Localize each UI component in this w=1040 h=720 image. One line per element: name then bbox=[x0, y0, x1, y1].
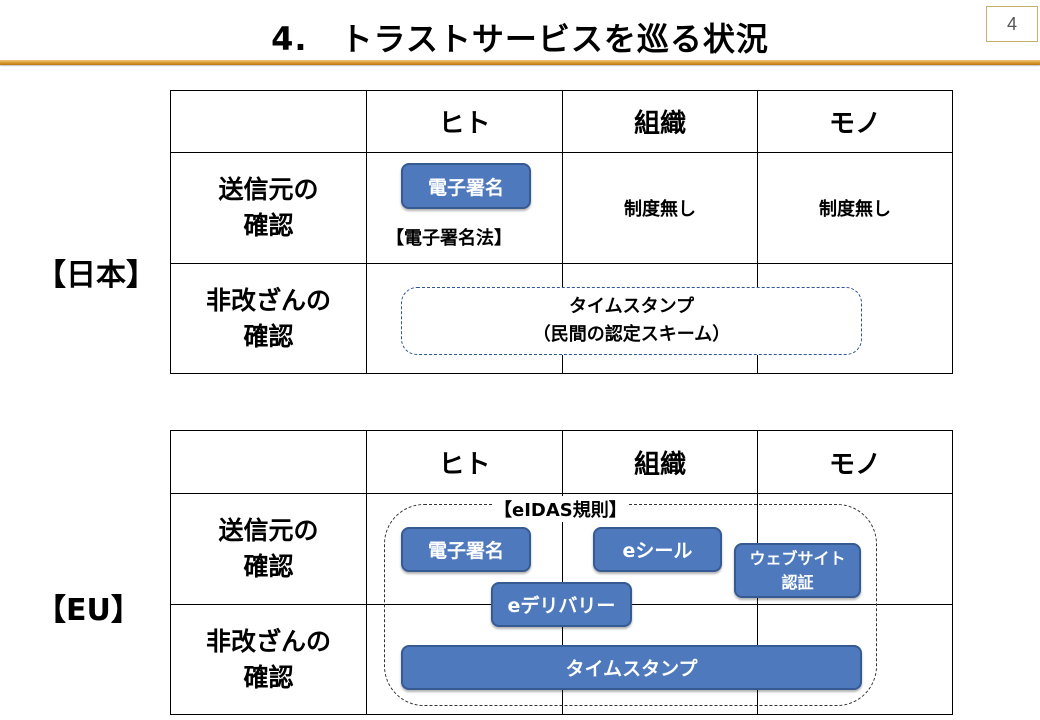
japan-thing-sender-cell: 制度無し bbox=[757, 152, 953, 264]
website-auth-line: 認証 bbox=[781, 572, 814, 592]
region-label-eu: 【EU】 bbox=[36, 593, 141, 628]
eu-eseal-badge: eシール bbox=[593, 527, 722, 572]
title-divider bbox=[0, 60, 1040, 65]
row-header-line: 確認 bbox=[243, 662, 294, 692]
row-header-sender: 送信元の 確認 bbox=[170, 493, 367, 605]
eu-esign-badge: 電子署名 bbox=[401, 527, 531, 572]
japan-table: ヒト 組織 モノ 送信元の 確認 制度無し 制度無し 非改ざんの 確認 bbox=[170, 90, 953, 374]
row-header-line: 非改ざんの bbox=[205, 626, 331, 656]
japan-esign-badge: 電子署名 bbox=[401, 163, 531, 209]
timestamp-line: タイムスタンプ bbox=[568, 296, 695, 317]
col-header-person: ヒト bbox=[366, 90, 563, 153]
eu-edelivery-badge: eデリバリー bbox=[491, 582, 632, 627]
row-header-integrity: 非改ざんの 確認 bbox=[170, 263, 367, 374]
col-header-organization: 組織 bbox=[562, 430, 758, 494]
japan-org-sender-cell: 制度無し bbox=[562, 152, 758, 264]
eidas-regulation-label: 【eIDAS規則】 bbox=[492, 496, 629, 522]
row-header-sender: 送信元の 確認 bbox=[170, 152, 367, 264]
col-header-thing: モノ bbox=[757, 430, 953, 494]
website-auth-line: ウェブサイト bbox=[749, 548, 846, 568]
japan-timestamp-box: タイムスタンプ （民間の認定スキーム） bbox=[401, 287, 862, 355]
eu-website-auth-badge: ウェブサイト 認証 bbox=[734, 543, 861, 598]
row-header-line: 確認 bbox=[243, 211, 294, 240]
row-header-line: 送信元の bbox=[218, 516, 319, 545]
timestamp-note: （民間の認定スキーム） bbox=[532, 324, 731, 345]
eidas-scope-frame bbox=[384, 504, 877, 706]
page-number: 4 bbox=[986, 6, 1038, 42]
esign-law-label: 【電子署名法】 bbox=[386, 228, 512, 249]
region-label-japan: 【日本】 bbox=[36, 258, 156, 293]
row-header-line: 送信元の bbox=[218, 175, 319, 204]
row-header-line: 非改ざんの bbox=[205, 285, 331, 315]
col-header-person: ヒト bbox=[366, 430, 563, 494]
corner-cell bbox=[170, 430, 367, 494]
col-header-organization: 組織 bbox=[562, 90, 758, 153]
eu-timestamp-badge: タイムスタンプ bbox=[401, 645, 862, 690]
row-header-integrity: 非改ざんの 確認 bbox=[170, 604, 367, 715]
row-header-line: 確認 bbox=[243, 321, 294, 351]
corner-cell bbox=[170, 90, 367, 153]
row-header-line: 確認 bbox=[243, 552, 294, 581]
page-title: 4. トラストサービスを巡る状況 bbox=[271, 20, 769, 58]
col-header-thing: モノ bbox=[757, 90, 953, 153]
